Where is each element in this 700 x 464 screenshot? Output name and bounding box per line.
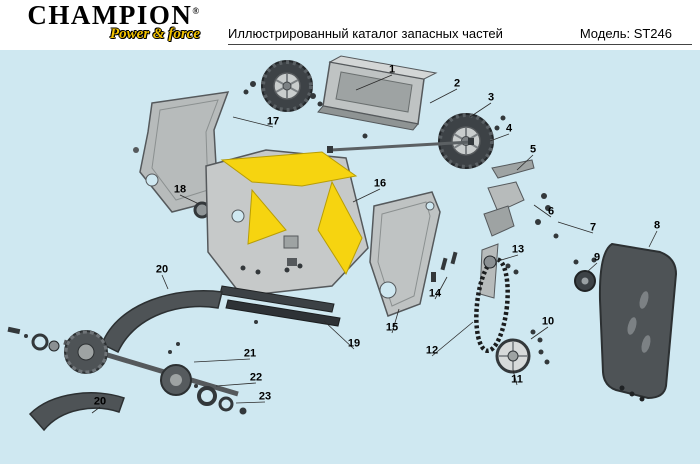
brand-text: CHAMPION xyxy=(27,0,193,30)
brand-tagline: Power & force xyxy=(110,26,200,43)
callout-6: 6 xyxy=(547,205,555,218)
callout-22: 22 xyxy=(249,371,263,384)
callout-21: 21 xyxy=(243,347,257,360)
callout-13: 13 xyxy=(511,243,525,256)
callout-19: 19 xyxy=(347,337,361,350)
champion-logo: CHAMPION® Power & force xyxy=(26,1,202,43)
model-label: Модель: ST246 xyxy=(579,26,672,41)
callout-2: 2 xyxy=(453,77,461,90)
callout-14: 14 xyxy=(428,287,442,300)
callout-17: 17 xyxy=(266,115,280,128)
callout-18: 18 xyxy=(173,183,187,196)
callout-4: 4 xyxy=(505,122,513,135)
callout-10: 10 xyxy=(541,315,555,328)
callout-8: 8 xyxy=(653,219,661,232)
callout-20: 20 xyxy=(155,263,169,276)
callout-15: 15 xyxy=(385,321,399,334)
callout-7: 7 xyxy=(589,221,597,234)
header-title-row: Иллюстрированный каталог запасных частей… xyxy=(228,26,692,45)
callout-9: 9 xyxy=(593,251,601,264)
callout-20: 20 xyxy=(93,395,107,408)
callout-5: 5 xyxy=(529,143,537,156)
callout-12: 12 xyxy=(425,344,439,357)
registered-mark-icon: ® xyxy=(192,6,201,16)
callout-23: 23 xyxy=(258,390,272,403)
callout-16: 16 xyxy=(373,177,387,190)
callout-3: 3 xyxy=(487,91,495,104)
page-title: Иллюстрированный каталог запасных частей xyxy=(228,26,503,41)
callout-1: 1 xyxy=(388,63,396,76)
brand-name: CHAMPION® xyxy=(26,1,202,29)
page-header: CHAMPION® Power & force Иллюстрированный… xyxy=(0,0,700,50)
callout-11: 11 xyxy=(511,373,523,386)
